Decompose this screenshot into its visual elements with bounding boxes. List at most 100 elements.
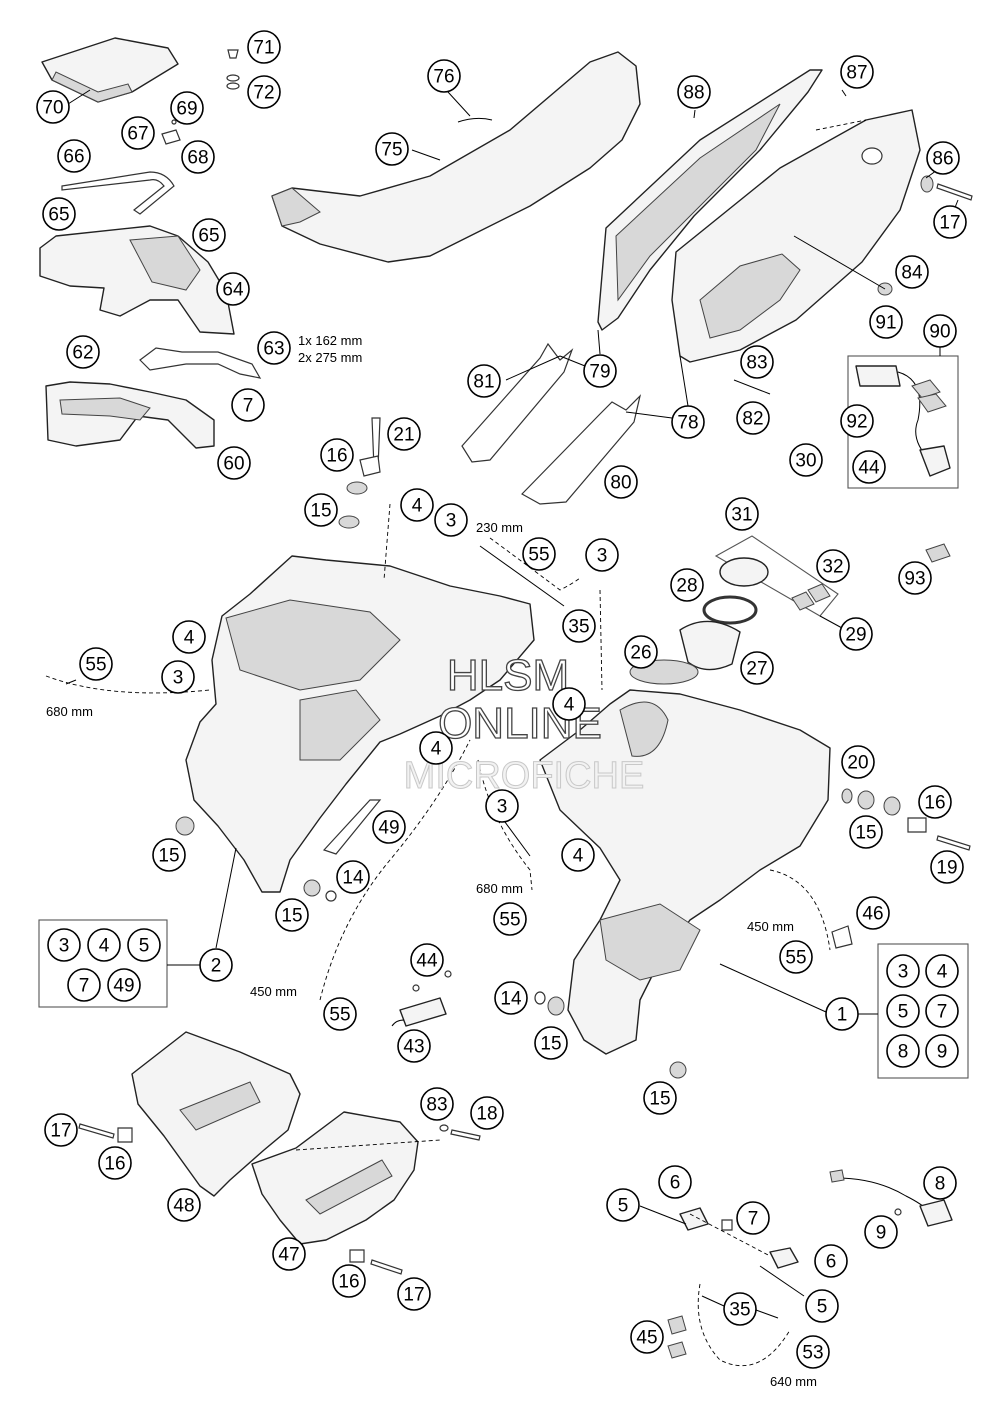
callout-circle	[397, 1029, 431, 1063]
leader-3c	[501, 817, 531, 857]
callout-circle	[87, 928, 121, 962]
callout-number: 14	[500, 989, 522, 1010]
part-drawings	[39, 37, 973, 1367]
leader-75	[411, 149, 441, 161]
callout-15: 15	[152, 838, 186, 872]
leader-88	[693, 109, 696, 119]
callout-circle	[336, 860, 370, 894]
callout-68: 68	[181, 140, 215, 174]
part-seat-76-clip	[457, 117, 493, 123]
callout-4: 4	[400, 488, 434, 522]
callout-15: 15	[275, 898, 309, 932]
callout-circle	[320, 438, 354, 472]
part-rear-cowl-shade	[51, 71, 133, 103]
part-pad-80	[521, 394, 642, 505]
callout-circle	[779, 940, 813, 974]
callout-circle	[923, 314, 957, 348]
part-washer-72b	[226, 82, 240, 90]
part-fuel-tank-left-2-shade2	[299, 689, 381, 761]
hose-55-left	[45, 675, 211, 694]
callout-circle	[434, 503, 468, 537]
callout-7: 7	[67, 968, 101, 1002]
callout-number: 5	[898, 1002, 909, 1023]
callout-number: 71	[253, 38, 274, 59]
callout-number: 15	[158, 846, 179, 867]
callout-circle	[583, 354, 617, 388]
callout-14: 14	[336, 860, 370, 894]
callout-7: 7	[231, 388, 265, 422]
callout-number: 15	[649, 1089, 670, 1110]
callout-number: 28	[676, 576, 697, 597]
callout-81: 81	[467, 364, 501, 398]
callout-44: 44	[852, 450, 886, 484]
callout-number: 65	[48, 205, 69, 226]
callout-number: 15	[310, 501, 331, 522]
callout-6: 6	[658, 1165, 692, 1199]
callout-number: 4	[564, 695, 575, 716]
callout-circle	[670, 568, 704, 602]
leader-1b	[719, 963, 827, 1013]
part-switch-43	[399, 997, 447, 1027]
callout-26: 26	[624, 635, 658, 669]
callout-16: 16	[98, 1146, 132, 1180]
part-holder-60-shade	[59, 397, 151, 421]
callout-number: 66	[63, 147, 84, 168]
callout-circle	[42, 197, 76, 231]
leader-78	[679, 355, 689, 407]
callout-number: 31	[731, 505, 752, 526]
part-grommet-15-right	[857, 790, 875, 810]
callout-circle	[152, 838, 186, 872]
part-filler-key-29a	[791, 591, 815, 611]
part-screw-9	[894, 1208, 902, 1216]
group-box-2	[38, 919, 168, 1008]
callout-number: 17	[50, 1121, 71, 1142]
callout-number: 91	[875, 313, 896, 334]
callout-number: 63	[263, 339, 284, 360]
callout-number: 27	[746, 659, 767, 680]
part-filler-cap-29	[719, 557, 769, 587]
callout-55: 55	[522, 537, 556, 571]
callout-number: 44	[416, 951, 438, 972]
part-screw-7	[721, 1219, 733, 1231]
callout-number: 49	[113, 976, 134, 997]
callout-3: 3	[485, 789, 519, 823]
callout-number: 60	[223, 454, 244, 475]
leader-70	[67, 89, 91, 105]
callout-circle	[397, 1277, 431, 1311]
callout-number: 35	[568, 617, 589, 638]
callout-circle	[427, 59, 461, 93]
callout-4: 4	[87, 928, 121, 962]
callout-number: 9	[937, 1042, 948, 1063]
callout-circle	[275, 898, 309, 932]
callout-circle	[372, 810, 406, 844]
leader-lines	[65, 89, 959, 1319]
part-side-panel-78-hole	[861, 147, 883, 165]
part-valve-6a	[679, 1207, 709, 1231]
callout-number: 76	[433, 67, 454, 88]
callout-circle	[231, 388, 265, 422]
callout-55: 55	[323, 997, 357, 1031]
leader-76	[447, 91, 471, 117]
callout-circle	[918, 785, 952, 819]
callout-circle	[410, 943, 444, 977]
callout-number: 67	[127, 124, 148, 145]
dim-63-line1: 1x 162 mm	[298, 333, 362, 348]
watermark: HLSM ONLINE MICROFICHE	[403, 650, 645, 797]
callout-circle	[796, 1335, 830, 1369]
callout-circle	[332, 1264, 366, 1298]
callout-5: 5	[805, 1289, 839, 1323]
callout-21: 21	[387, 417, 421, 451]
callout-circle	[736, 1201, 770, 1235]
callout-72: 72	[247, 75, 281, 109]
callout-circle	[886, 954, 920, 988]
callout-circle	[493, 902, 527, 936]
callout-circle	[247, 75, 281, 109]
hose-55-top	[489, 537, 581, 591]
callout-circle	[167, 1188, 201, 1222]
part-wire-43	[391, 1019, 405, 1027]
callout-number: 6	[670, 1173, 681, 1194]
dim-55-left: 680 mm	[46, 704, 93, 719]
leader-5b	[759, 1265, 805, 1297]
callout-circle	[216, 272, 250, 306]
